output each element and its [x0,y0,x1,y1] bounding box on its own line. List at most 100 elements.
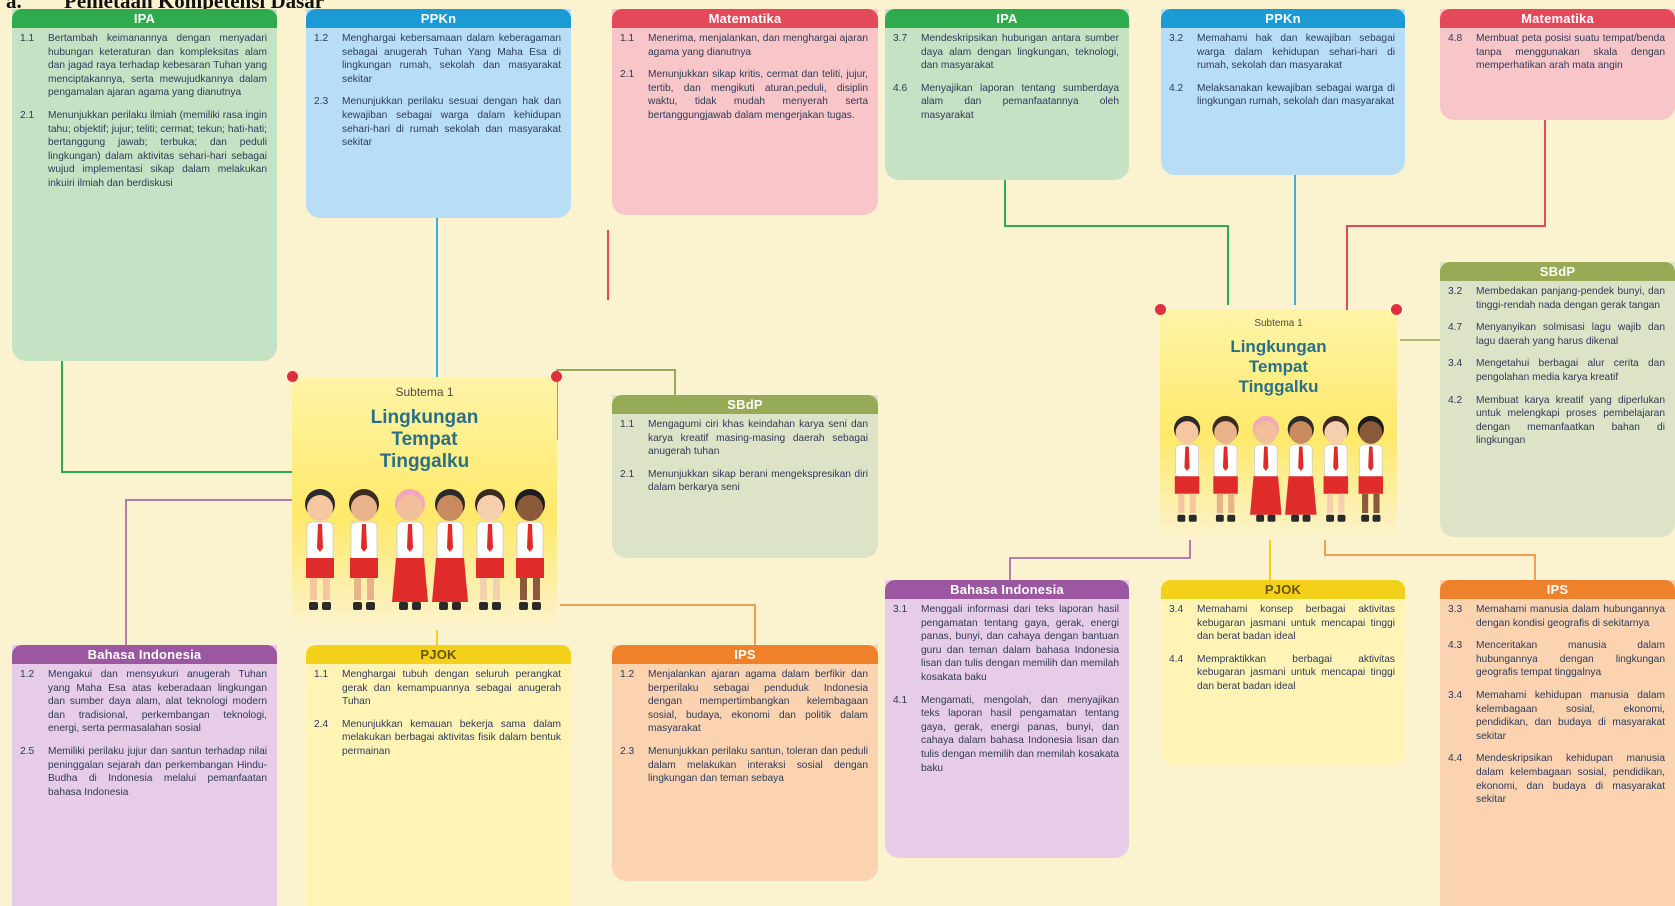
competency-item: 4.4 Mendeskripsikan kehidupan manusia dal… [1448,752,1665,806]
competency-text: Menggali informasi dari teks laporan has… [921,604,1119,683]
connector-right-bindo [1009,540,1191,580]
competency-text: Menyajikan laporan tentang sumberdaya al… [921,82,1119,121]
competency-text: Memiliki perilaku jujur dan santun terha… [48,745,267,798]
competency-text: Memahami konsep berbagai aktivitas kebug… [1197,604,1395,643]
competency-text: Mengamati, mengolah, dan menyajikan teks… [921,694,1119,774]
competency-number: 1.1 [20,33,35,44]
competency-number: 2.5 [20,745,35,757]
student-figure [432,489,468,610]
page-title: a.Pemetaan Kompetensi Dasar [6,0,324,13]
student-figure [515,489,545,610]
right-poster-title: Lingkungan Tempat Tinggalku [1230,337,1327,396]
competency-number: 4.3 [1448,640,1463,652]
competency-number: 2.4 [314,718,329,730]
student-figure [1285,415,1317,522]
competency-number: 1.2 [620,669,635,680]
competency-text: Menceritakan manusia dalam hubungannya d… [1476,640,1665,679]
competency-number: 4.6 [893,82,908,94]
left-ipa-box: IPA 1.1 Bertambah keimanannya dengan meny… [12,9,277,361]
competency-text: Memahami hak dan kewajiban sebagai warga… [1197,33,1395,72]
right-bindo-box: Bahasa Indonesia 3.1 Menggali informasi d… [885,580,1129,858]
competency-text: Mendeskripsikan kehidupan manusia dalam … [1476,753,1665,806]
connector-left-sbdp [556,369,676,440]
competency-item: 3.1 Menggali informasi dari teks laporan … [893,603,1119,685]
students-illustration [1173,415,1384,522]
right-pjok-header: PJOK [1161,580,1405,599]
competency-item: 4.6 Menyajikan laporan tentang sumberdaya… [893,82,1119,123]
competency-text: Mengetahui berbagai alur cerita dan peng… [1476,358,1665,383]
connector-right-mat [1346,115,1546,320]
left-subtheme-poster: Subtema 1 Lingkungan Tempat Tinggalku [287,371,562,630]
student-figure [349,489,379,610]
right-sbdp-header: SBdP [1440,262,1675,281]
pin-icon [1155,304,1166,315]
right-bindo-list: 3.1 Menggali informasi dari teks laporan … [885,599,1129,790]
connector-left-ips [560,604,756,645]
competency-text: Membuat peta posisi suatu tempat/benda t… [1476,33,1665,72]
competency-item: 2.5 Memiliki perilaku jujur dan santun te… [20,745,267,799]
student-figure [1250,415,1282,522]
competency-number: 2.3 [314,96,329,108]
student-figure [1322,415,1349,522]
pin-icon [287,371,298,382]
connector-left-ipa [61,350,318,473]
competency-text: Menunjukkan kemauan bekerja sama dalam m… [342,718,561,757]
competency-number: 4.4 [1448,753,1463,765]
competency-text: Mengagumi ciri khas keindahan karya seni… [648,419,868,458]
competency-text: Bertambah keimanannya dengan menyadari h… [48,33,267,99]
pin-icon [1391,304,1402,315]
left-ipa-header: IPA [12,9,277,28]
competency-number: 2.1 [20,109,35,121]
left-ppkn-header: PPKn [306,9,571,28]
competency-number: 3.4 [1169,604,1184,615]
competency-text: Membedakan panjang-pendek bunyi, dan tin… [1476,286,1665,311]
connector-left-bindo [125,499,300,645]
competency-text: Menunjukkan perilaku sesuai dengan hak d… [342,96,561,149]
competency-item: 1.1 Bertambah keimanannya dengan menyadar… [20,32,267,100]
right-bindo-header: Bahasa Indonesia [885,580,1129,599]
title-number: a. [6,0,22,13]
right-mat-header: Matematika [1440,9,1675,28]
left-sbdp-header: SBdP [612,395,878,414]
student-figure [305,489,335,610]
competency-text: Menghargai tubuh dengan seluruh perangka… [342,669,561,708]
competency-text: Memahami kehidupan manusia dalam kelemba… [1476,689,1665,742]
student-figure [1212,415,1239,522]
competency-number: 3.1 [893,604,908,615]
competency-number: 1.1 [620,33,635,44]
left-ipa-list: 1.1 Bertambah keimanannya dengan menyadar… [12,28,277,206]
left-mat-header: Matematika [612,9,878,28]
competency-text: Mengakui dan mensyukuri anugerah Tuhan y… [48,669,267,735]
right-ipa-header: IPA [885,9,1129,28]
competency-text: Melaksanakan kewajiban sebagai warga di … [1197,82,1395,108]
competency-text: Menghargai kebersamaan dalam keberagaman… [342,33,561,85]
left-poster-title: Lingkungan Tempat Tinggalku [370,407,479,472]
competency-number: 4.2 [1448,394,1463,406]
connector-right-ips [1324,540,1536,580]
